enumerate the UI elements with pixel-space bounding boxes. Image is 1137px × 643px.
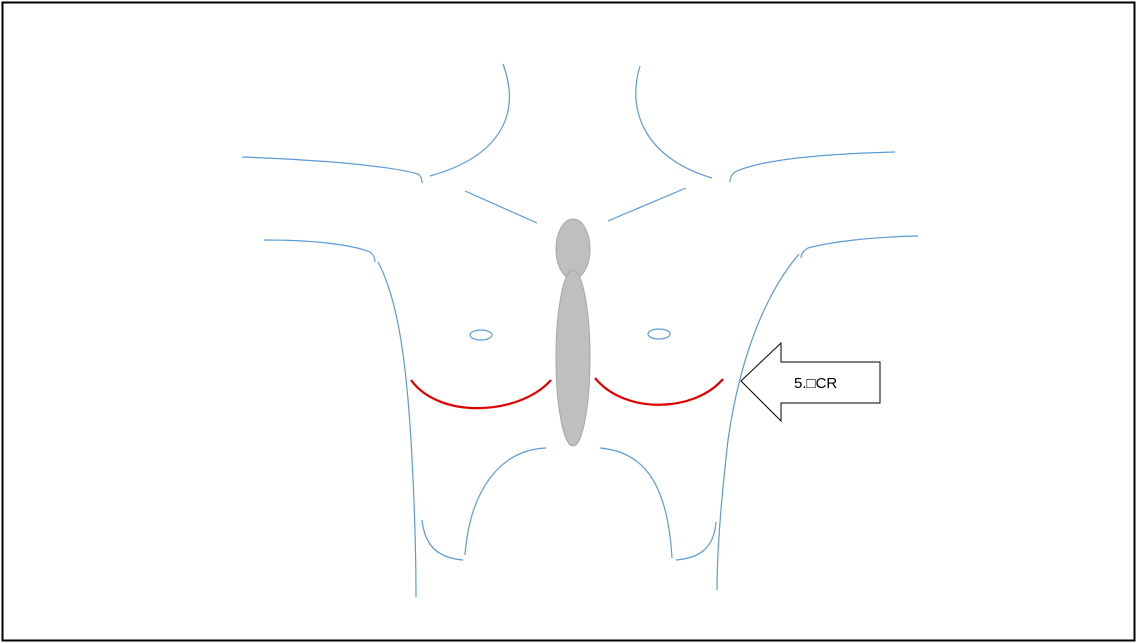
arrow-label: 5.□CR xyxy=(794,375,837,392)
sternum xyxy=(556,219,590,446)
sternum-body xyxy=(556,270,590,446)
